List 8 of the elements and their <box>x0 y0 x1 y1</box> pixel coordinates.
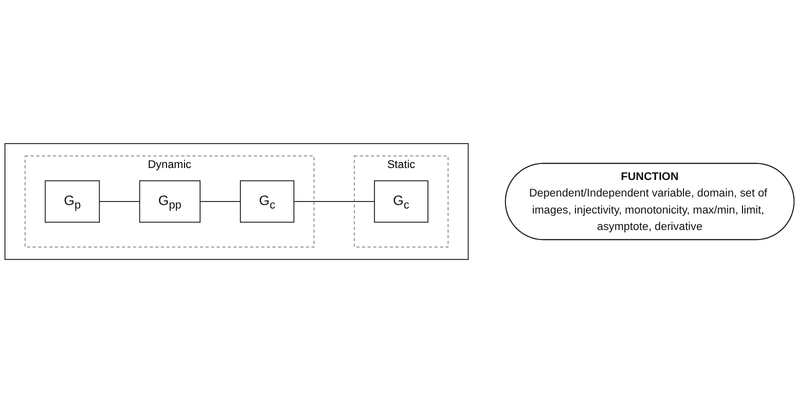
connector <box>200 201 241 202</box>
cluster <box>4 143 469 260</box>
connector <box>293 201 375 202</box>
node-box: G$_{pp}$ <box>139 180 201 223</box>
node-box: G$_{c}$ <box>374 180 428 223</box>
node-box: G$_{p}$ <box>44 180 100 223</box>
node-box: G$_{c}$ <box>240 180 294 223</box>
connector <box>98 201 140 202</box>
